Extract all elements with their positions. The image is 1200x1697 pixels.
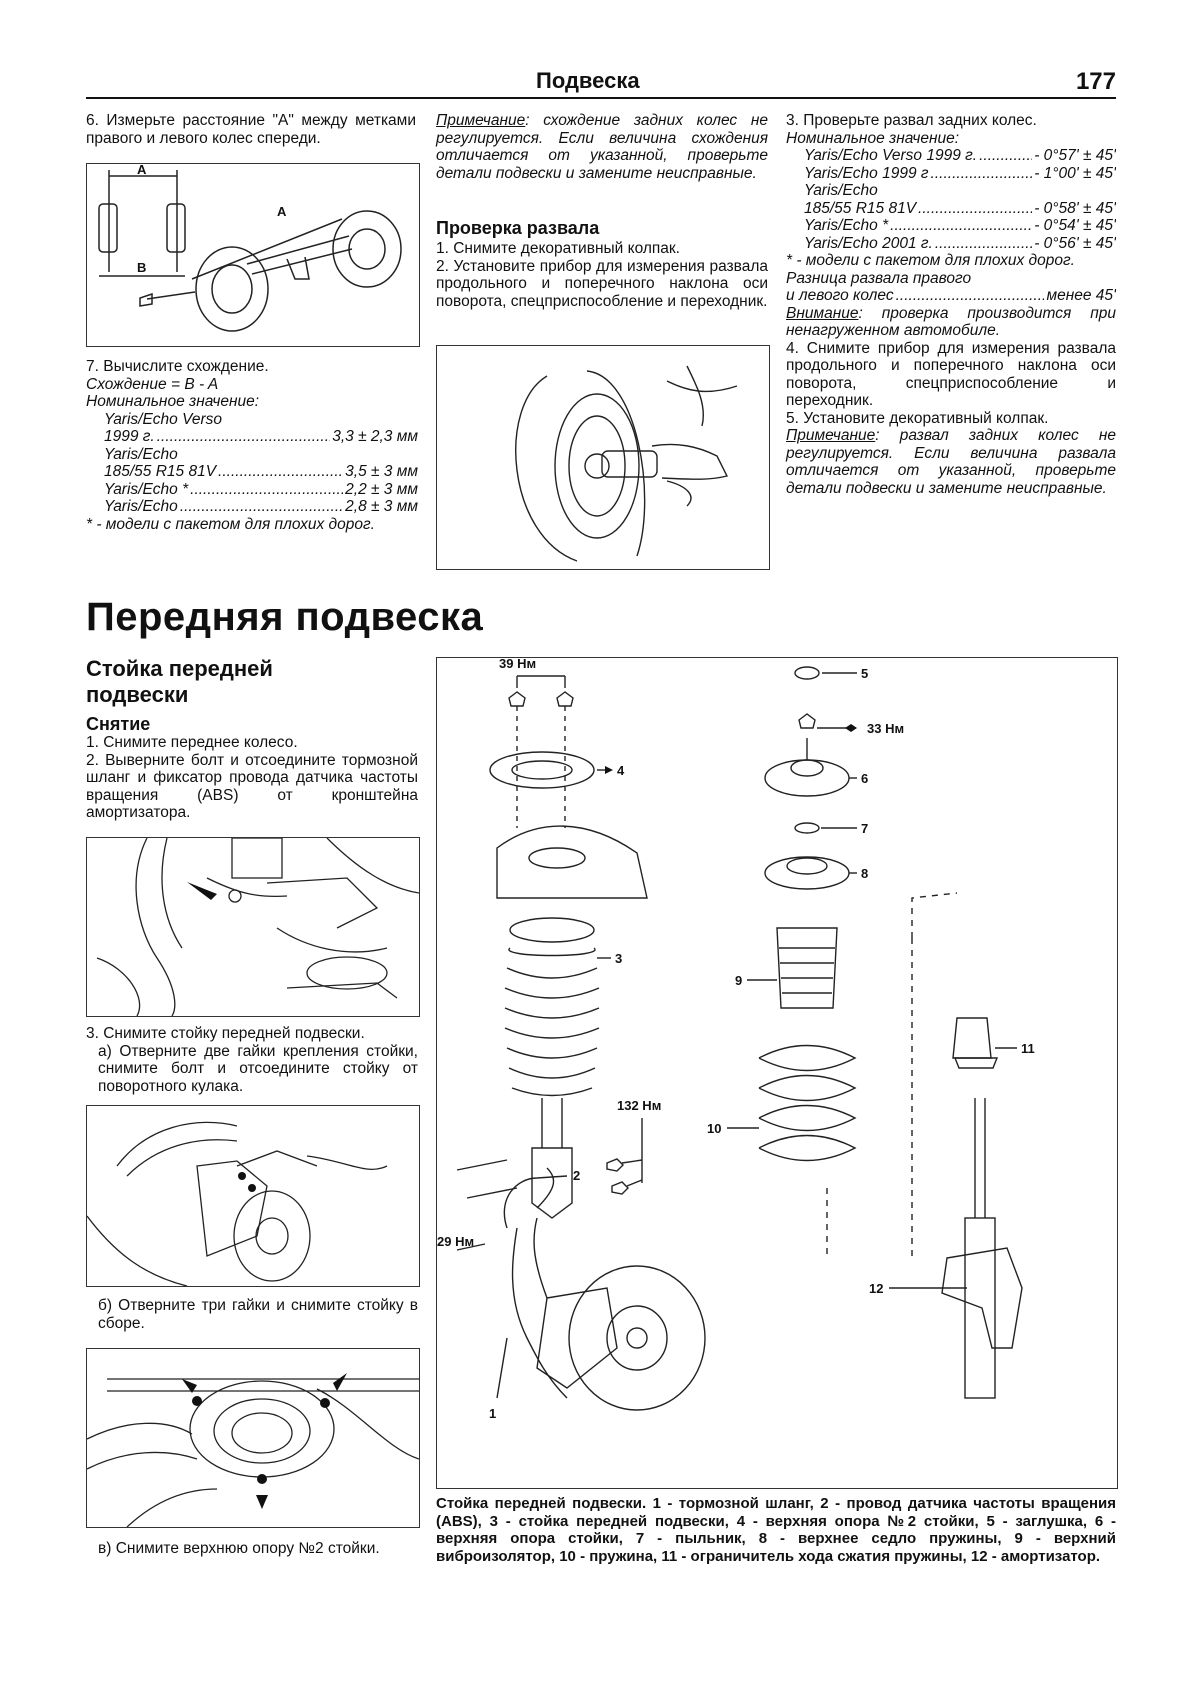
page-number: 177	[1075, 68, 1116, 95]
spec-row: Yaris/Echo 2001 г.- 0°56' ± 45'	[804, 235, 1116, 253]
warning-label: Внимание	[786, 304, 859, 322]
camber-gauge-figure	[436, 345, 770, 570]
note-label: Примечание	[786, 427, 876, 444]
removal-step2: 2. Выверните болт и отсоедините тормозно…	[86, 751, 418, 822]
label-a-long: A	[277, 204, 287, 219]
diagram-caption: Стойка передней подвески. 1 - тормозной …	[436, 1495, 1116, 1565]
page-header: Подвеска 177	[86, 64, 1116, 100]
spec-name: Yaris/Echo	[104, 445, 178, 463]
removal-step3a: а) Отверните две гайки крепления стойки,…	[98, 1042, 418, 1095]
part-1-label: 1	[489, 1406, 496, 1421]
note-text: : развал задних колес не регулируется. Е…	[786, 427, 1116, 497]
header-title: Подвеска	[536, 68, 640, 93]
part-3-label: 3	[615, 951, 622, 966]
removal-step3: 3. Снимите стойку передней подвески.	[86, 1025, 365, 1042]
col3-step5: 5. Установите декоративный колпак.	[786, 409, 1049, 427]
part-8-label: 8	[861, 866, 868, 881]
col1-toe-block: 7. Вычислите схождение. Схождение = B - …	[86, 358, 418, 533]
removal-block: Снятие 1. Снимите переднее колесо. 2. Вы…	[86, 714, 418, 822]
col3-nominal-label: Номинальное значение:	[786, 129, 960, 147]
part-2-label: 2	[573, 1168, 580, 1183]
spec-name: Yaris/Echo	[804, 182, 878, 199]
col3-step3: 3. Проверьте развал задних колес.	[786, 112, 1037, 129]
camber-step2: 2. Установите прибор для измерения разва…	[436, 257, 768, 310]
col1-step6: 6. Измерьте расстояние "А" между метками…	[86, 112, 416, 147]
note-text: : схождение задних колес не регулируется…	[436, 112, 768, 182]
knuckle-bolts-figure	[86, 1105, 420, 1287]
brake-hose-figure	[86, 837, 420, 1017]
removal-step3v-block: в) Снимите верхнюю опору №2 стойки.	[86, 1540, 418, 1558]
subsection-title: Стойка передней подвески	[86, 656, 273, 707]
torque-39: 39 Нм	[499, 658, 536, 671]
section-title: Передняя подвеска	[86, 595, 484, 639]
torque-29: 29 Нм	[437, 1234, 474, 1249]
strut-top-nuts-figure	[86, 1348, 420, 1528]
removal-step3v: в) Снимите верхнюю опору №2 стойки.	[98, 1540, 380, 1557]
col3-spec-list: Yaris/Echo Verso 1999 г.- 0°57' ± 45' Ya…	[786, 147, 1116, 252]
spec-row: 185/55 R15 81V3,5 ± 3 мм	[104, 463, 418, 481]
col1-formula: Схождение = B - A	[86, 375, 219, 393]
removal-step1: 1. Снимите переднее колесо.	[86, 734, 298, 751]
spec-row: Yaris/Echo 1999 г- 1°00' ± 45'	[804, 165, 1116, 183]
camber-step1: 1. Снимите декоративный колпак.	[436, 240, 680, 257]
col1-nominal-label: Номинальное значение:	[86, 393, 260, 410]
diff-line1: Разница развала правого	[786, 269, 972, 287]
torque-33: 33 Нм	[867, 721, 904, 736]
label-b: B	[137, 260, 146, 275]
note-label: Примечание	[436, 112, 526, 129]
label-a-top: A	[137, 164, 147, 177]
header-rule	[86, 97, 1116, 99]
part-4-label: 4	[617, 763, 625, 778]
torque-132: 132 Нм	[617, 1098, 661, 1113]
removal-step3-block: 3. Снимите стойку передней подвески. а) …	[86, 1025, 418, 1095]
diff-row: и левого колесменее 45'	[786, 287, 1116, 305]
col2-note: Примечание: схождение задних колес не ре…	[436, 112, 768, 182]
col1-footnote: * - модели с пакетом для плохих дорог.	[86, 515, 375, 533]
part-10-label: 10	[707, 1121, 721, 1136]
spec-row: Yaris/Echo *2,2 ± 3 мм	[104, 481, 418, 499]
col3-camber-block: 3. Проверьте развал задних колес. Номина…	[786, 112, 1116, 497]
removal-step3b: б) Отверните три гайки и снимите стойку …	[98, 1297, 418, 1332]
col1-step7: 7. Вычислите схождение.	[86, 358, 269, 375]
spec-row: Yaris/Echo Verso 1999 г.- 0°57' ± 45'	[804, 147, 1116, 165]
part-11-label: 11	[1021, 1041, 1035, 1056]
camber-section-title: Проверка развала	[436, 218, 600, 238]
col1-spec-list: Yaris/Echo Verso 1999 г.3,3 ± 2,3 мм Yar…	[86, 411, 418, 516]
part-9-label: 9	[735, 973, 742, 988]
col3-footnote: * - модели с пакетом для плохих дорог.	[786, 252, 1075, 269]
col3-step4: 4. Снимите прибор для измерения развала …	[786, 339, 1116, 410]
warning-text: : проверка производится при ненагруженно…	[786, 304, 1116, 340]
part-12-label: 12	[869, 1281, 883, 1296]
spec-name: Yaris/Echo Verso	[104, 410, 223, 428]
removal-step3b-block: б) Отверните три гайки и снимите стойку …	[86, 1297, 418, 1332]
part-6-label: 6	[861, 771, 868, 786]
spec-row: Yaris/Echo *- 0°54' ± 45'	[804, 217, 1116, 235]
toe-measure-figure: A A B	[86, 163, 420, 347]
col2-steps: 1. Снимите декоративный колпак. 2. Устан…	[436, 240, 768, 310]
strut-exploded-diagram: 39 Нм 33 Нм 132 Нм 29 Нм 1 2 3 4 5 6 7 8…	[436, 657, 1118, 1489]
removal-title: Снятие	[86, 714, 151, 734]
spec-row: 185/55 R15 81V- 0°58' ± 45'	[804, 200, 1116, 218]
part-7-label: 7	[861, 821, 868, 836]
part-5-label: 5	[861, 666, 868, 681]
spec-row: 1999 г.3,3 ± 2,3 мм	[104, 428, 418, 446]
